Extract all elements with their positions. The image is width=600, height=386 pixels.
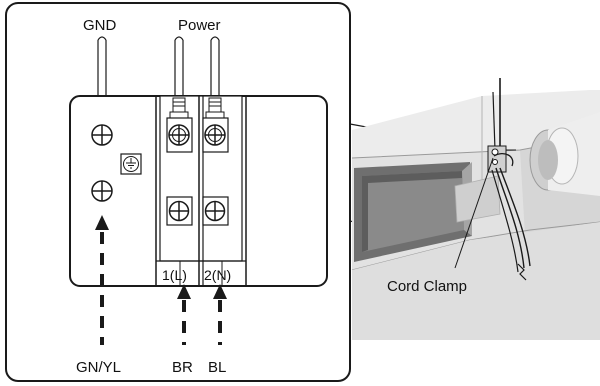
unit-illustration: Cord Clamp: [349, 78, 600, 340]
arrow-up-icon: [213, 284, 227, 299]
screw-terminal-2-bottom-icon: [202, 196, 229, 226]
power-label: Power: [178, 17, 221, 34]
cord-clamp-label: Cord Clamp: [387, 278, 467, 295]
ground-screw-top-icon: [91, 124, 113, 146]
cord-clamp-leader: [454, 157, 494, 269]
gnd-cable: [97, 36, 107, 96]
arrow-up-icon: [95, 215, 109, 230]
ground-screw-bottom-icon: [91, 180, 113, 202]
electrical-box-inner: [362, 171, 464, 252]
power-cable-2: [210, 36, 220, 96]
bl-wire: [213, 284, 227, 345]
terminal-2-label: 2(N): [204, 267, 231, 283]
screw-terminal-1-top-icon: [166, 117, 193, 153]
gn-yl-wire: [95, 215, 109, 345]
power-cable-1: [174, 36, 184, 96]
cord-clamp-icon: [487, 78, 531, 281]
terminal-1-label: 1(L): [162, 267, 187, 283]
bl-label: BL: [208, 359, 226, 376]
arrow-up-icon: [177, 284, 191, 299]
screw-terminal-2-top-icon: [202, 117, 229, 153]
br-wire: [177, 284, 191, 345]
side-cover-plate: [454, 175, 501, 223]
gn-yl-label: GN/YL: [76, 359, 121, 376]
crimp-terminal-2-icon: [205, 97, 225, 119]
br-label: BR: [172, 359, 193, 376]
crimp-terminal-1-icon: [169, 97, 189, 119]
screw-terminal-1-bottom-icon: [166, 196, 193, 226]
ground-symbol-icon: [120, 153, 142, 175]
gnd-label: GND: [83, 17, 117, 34]
unit-lower-face: [352, 222, 600, 340]
electrical-box-highlight: [362, 171, 462, 252]
duct-icon: [529, 112, 600, 196]
callout-frame: [5, 2, 351, 382]
